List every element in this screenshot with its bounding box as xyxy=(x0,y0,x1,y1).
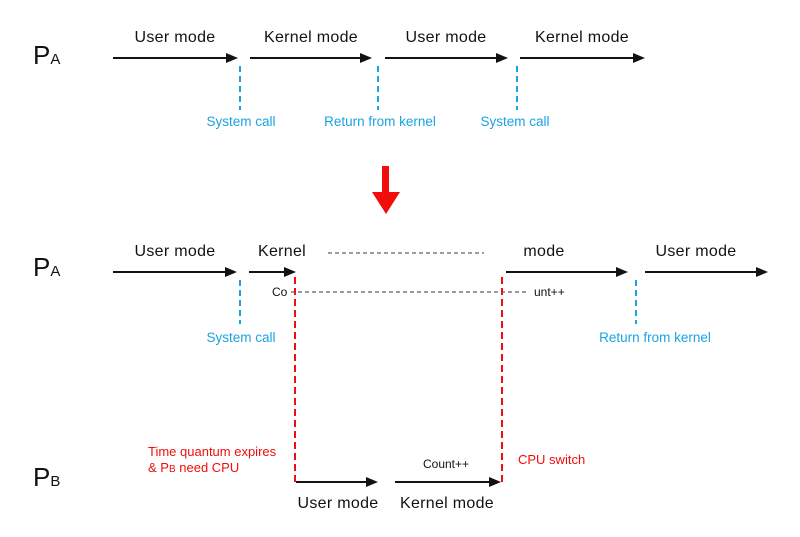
timeline-arrow-pb-user xyxy=(296,477,378,487)
arrow-head xyxy=(366,477,378,487)
arrow-line xyxy=(645,270,759,274)
count-split-left: Co xyxy=(272,285,288,299)
event-label-return-from-kernel: Return from kernel xyxy=(324,114,436,129)
timeline-arrow xyxy=(113,53,238,63)
event-label-system-call: System call xyxy=(206,330,276,345)
context-switch-in-dash xyxy=(501,277,503,483)
arrow-head xyxy=(284,267,296,277)
quantum-expires-line2: & PB need CPU xyxy=(148,460,240,475)
arrow-head xyxy=(360,53,372,63)
arrow-line xyxy=(250,56,363,60)
segment-label-user-mode-1: User mode xyxy=(134,29,216,46)
arrow-head xyxy=(496,53,508,63)
process-label-pb: PB xyxy=(33,464,60,490)
timeline-arrow xyxy=(250,53,372,63)
event-marker-dash xyxy=(239,66,241,110)
arrow-line xyxy=(249,270,287,274)
arrow-head xyxy=(489,477,501,487)
arrow-line xyxy=(385,56,499,60)
cpu-switch-label: CPU switch xyxy=(518,452,586,467)
arrow-head xyxy=(616,267,628,277)
process-subscript: B xyxy=(50,473,61,490)
arrow-line xyxy=(113,270,228,274)
process-label-pa-bottom: PA xyxy=(33,254,60,280)
count-label-pb: Count++ xyxy=(422,457,470,471)
pb-subscript: B xyxy=(168,464,176,475)
timeline-arrow xyxy=(385,53,508,63)
timeline-arrow xyxy=(520,53,645,63)
event-label-system-call-1: System call xyxy=(206,114,276,129)
arrow-head xyxy=(756,267,768,277)
event-marker-dash xyxy=(377,66,379,110)
process-name: P xyxy=(33,462,51,492)
event-marker-dash xyxy=(239,280,241,324)
count-gap-dash xyxy=(291,291,529,293)
arrow-line xyxy=(395,480,492,484)
arrow-head xyxy=(633,53,645,63)
quantum-expires-line1: Time quantum expires xyxy=(148,444,277,459)
kernel-label-gap-dash xyxy=(328,252,484,254)
arrow-line xyxy=(296,480,369,484)
arrow-line xyxy=(506,270,619,274)
timeline-arrow xyxy=(645,267,768,277)
timeline-arrow-pb-kernel xyxy=(395,477,501,487)
process-subscript: A xyxy=(50,263,61,280)
event-label-system-call-2: System call xyxy=(480,114,550,129)
segment-label-kernel-split-right: mode xyxy=(523,243,565,260)
arrow-line xyxy=(113,56,229,60)
count-split-right: unt++ xyxy=(534,285,565,299)
segment-label-user-mode-2: User mode xyxy=(405,29,487,46)
segment-label-user-mode-resumed: User mode xyxy=(655,243,737,260)
segment-label-pb-user-mode: User mode xyxy=(297,495,379,512)
process-label-pa-top: PA xyxy=(33,42,60,68)
timeline-arrow xyxy=(113,267,237,277)
down-arrow-head xyxy=(372,192,400,214)
down-arrow-stem xyxy=(382,166,389,193)
segment-label-pb-kernel-mode: Kernel mode xyxy=(399,495,495,512)
process-subscript: A xyxy=(50,51,61,68)
segment-label-user-mode: User mode xyxy=(134,243,216,260)
timeline-arrow-kernel-interrupted xyxy=(249,267,296,277)
segment-label-kernel-split-left: Kernel xyxy=(257,243,307,260)
event-marker-dash xyxy=(516,66,518,110)
event-marker-dash xyxy=(635,280,637,324)
segment-label-kernel-mode-2: Kernel mode xyxy=(534,29,630,46)
quantum-expires-label: Time quantum expires & PB need CPU xyxy=(148,444,276,478)
arrow-head xyxy=(226,53,238,63)
arrow-line xyxy=(520,56,636,60)
event-label-return-from-kernel: Return from kernel xyxy=(599,330,711,345)
context-switch-out-dash xyxy=(294,277,296,483)
process-name: P xyxy=(33,40,51,70)
process-name: P xyxy=(33,252,51,282)
timeline-arrow-kernel-resumed xyxy=(506,267,628,277)
arrow-head xyxy=(225,267,237,277)
segment-label-kernel-mode-1: Kernel mode xyxy=(263,29,359,46)
